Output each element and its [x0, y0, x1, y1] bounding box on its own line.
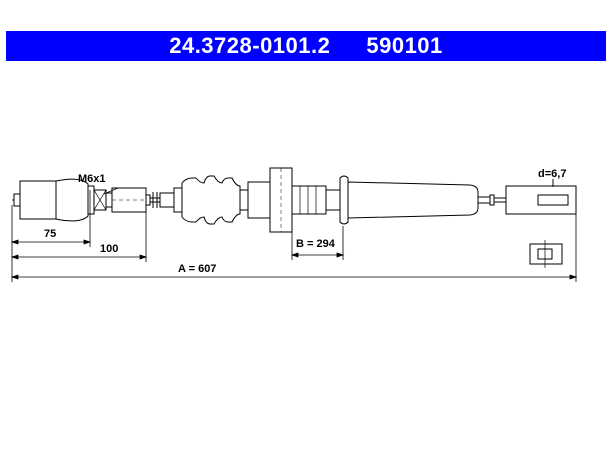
dimension-75-label: 75 — [44, 228, 56, 240]
threaded-end — [12, 178, 151, 222]
dimension-100-label: 100 — [100, 243, 118, 255]
adjuster-housing — [247, 167, 479, 233]
reference-number: 590101 — [366, 33, 443, 58]
section-view — [529, 240, 563, 268]
dimension-lines — [10, 239, 578, 280]
part-number: 24.3728-0101.2 — [169, 33, 331, 58]
title-bar: 24.3728-0101.2 590101 — [6, 31, 606, 61]
diameter-label: d=6,7 — [538, 168, 566, 180]
end-fitting — [505, 179, 577, 215]
rubber-boot — [159, 175, 249, 225]
dimension-a-label: A = 607 — [178, 263, 216, 275]
cable-right — [478, 194, 506, 206]
thread-label: M6x1 — [78, 173, 106, 185]
dimension-b-label: B = 294 — [296, 238, 336, 250]
